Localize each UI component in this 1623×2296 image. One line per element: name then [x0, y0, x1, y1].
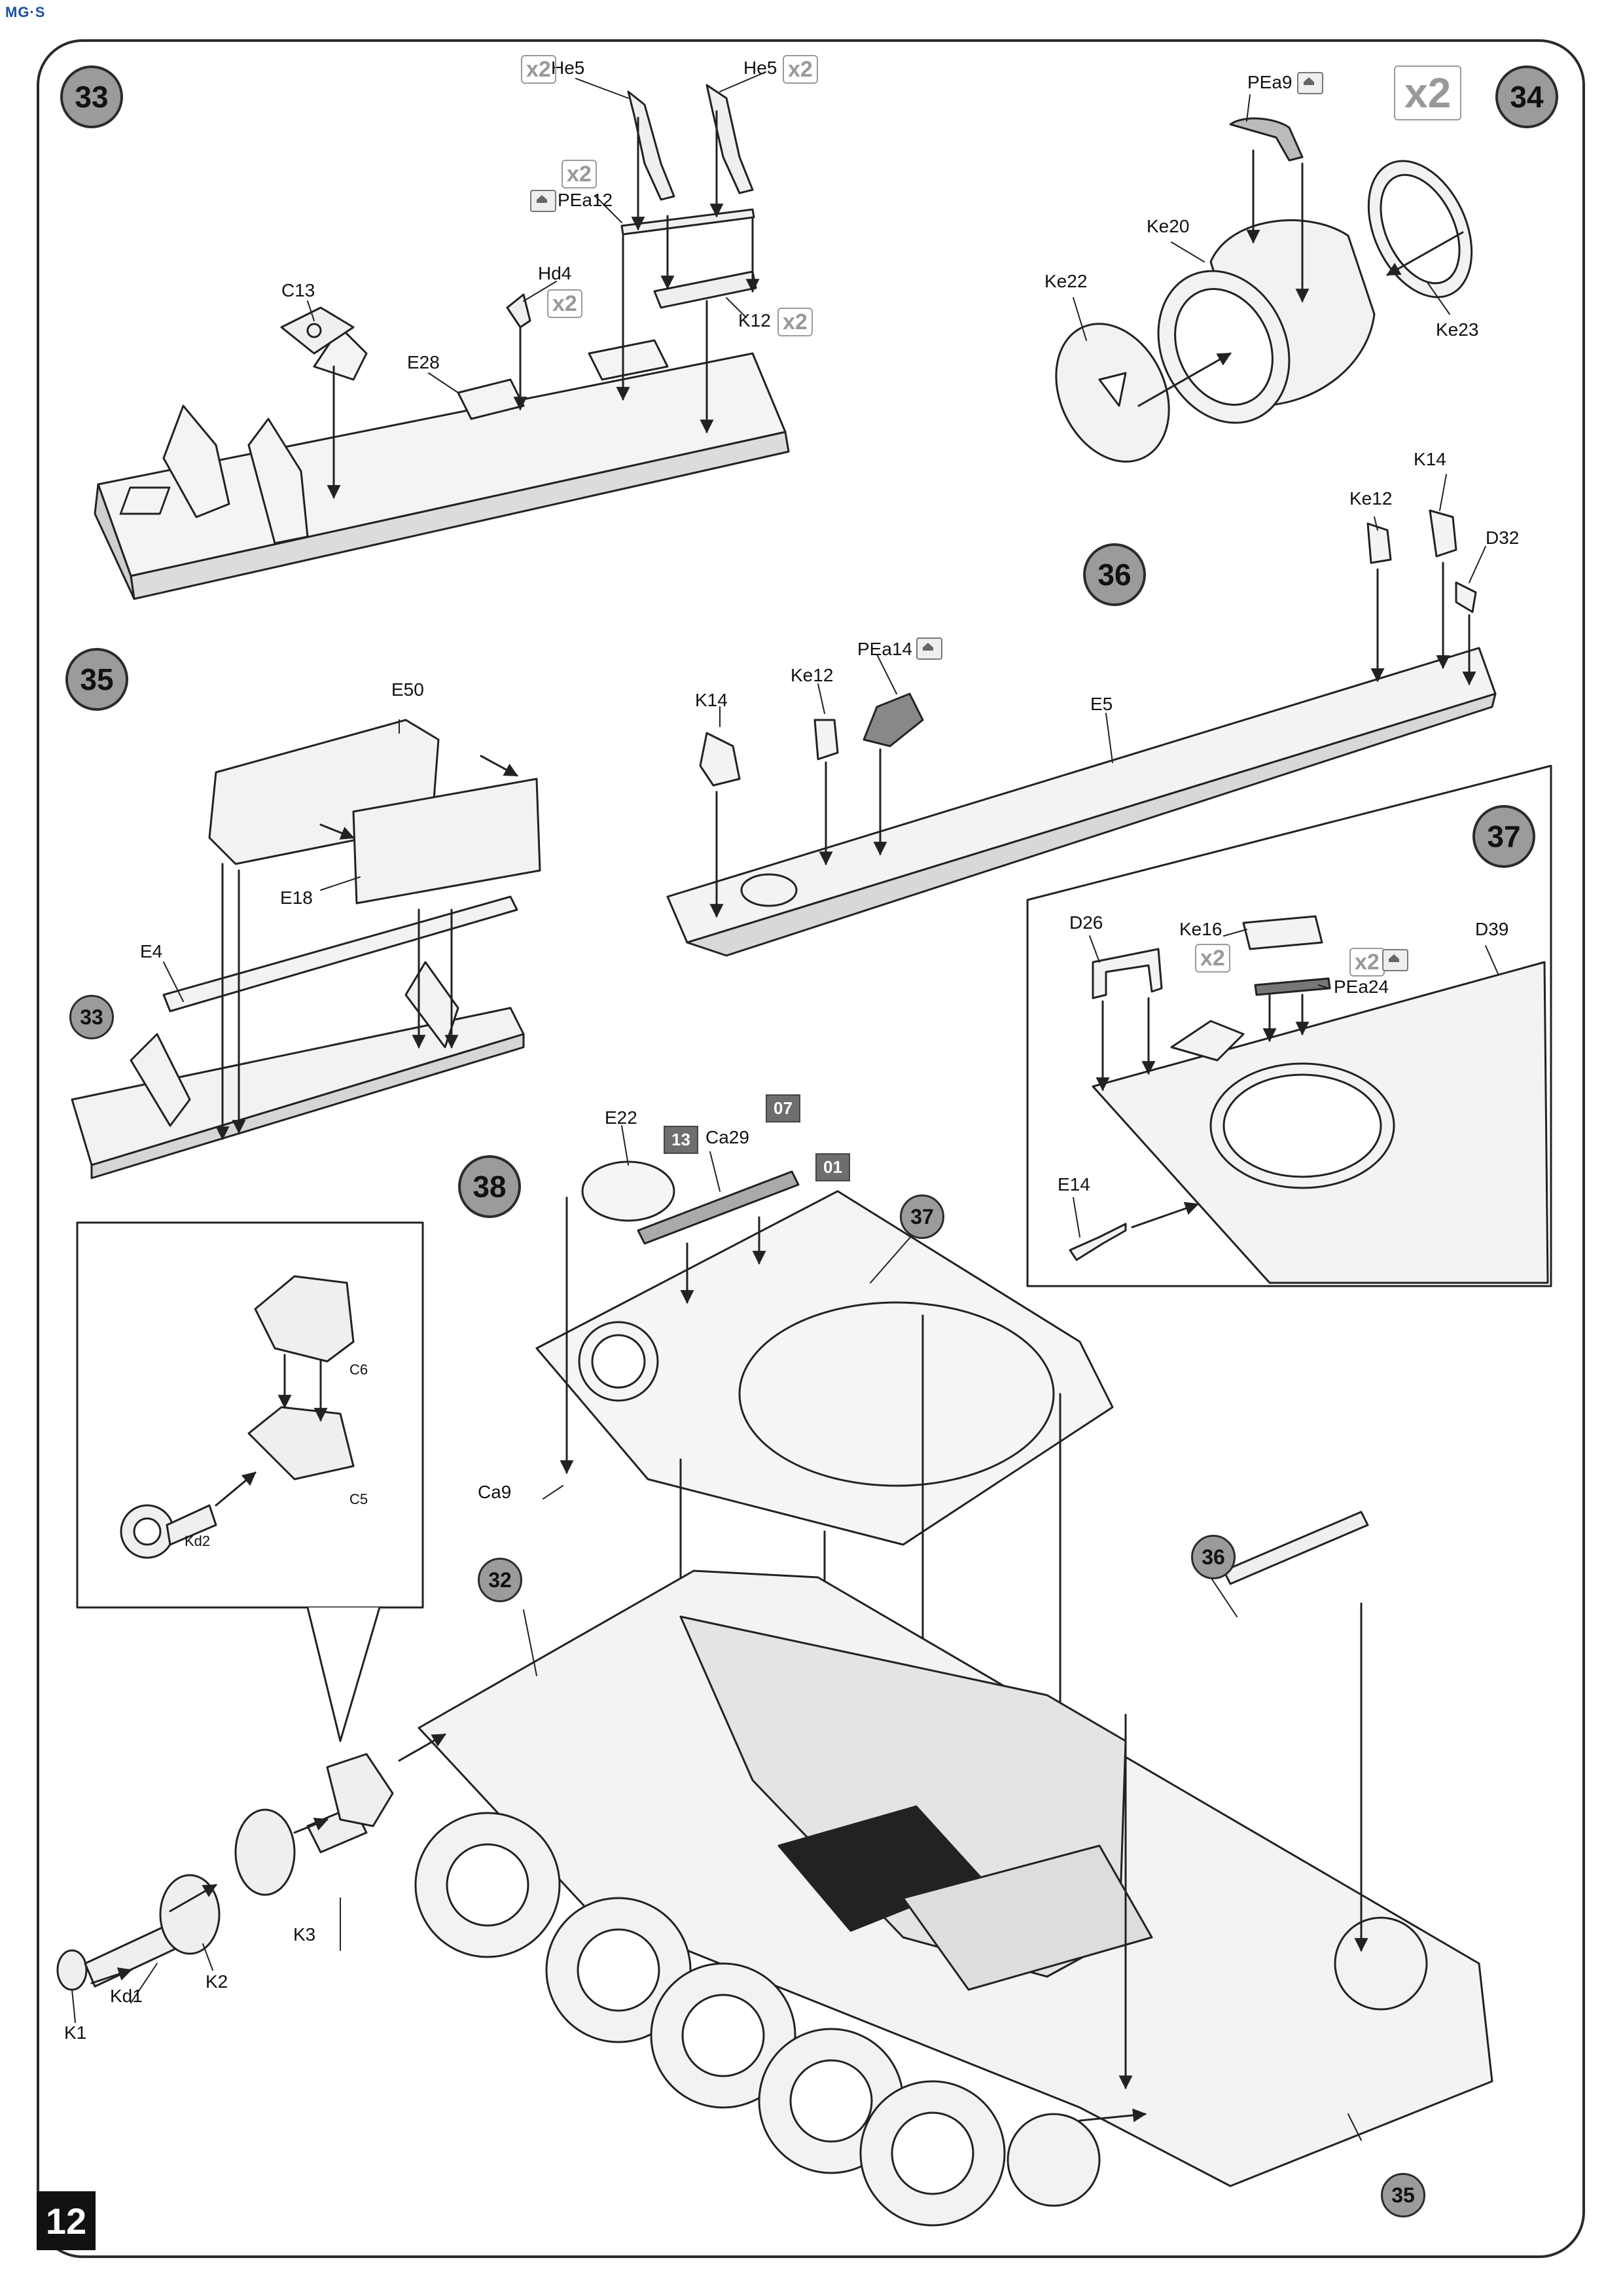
label-c5: C5 [349, 1491, 368, 1507]
step33-arrows [327, 110, 760, 499]
label-e14: E14 [1058, 1174, 1090, 1194]
label-ke12-left: Ke12 [791, 665, 834, 685]
step33-hull-plate [94, 326, 790, 600]
step-number-35: 35 [65, 648, 128, 711]
label-pea24: PEa24 [1334, 977, 1389, 997]
ref-step-35: 35 [1381, 2173, 1425, 2217]
step33-parts [280, 84, 757, 355]
label-kd1: Kd1 [110, 1986, 143, 2006]
label-ke22: Ke22 [1044, 271, 1088, 291]
step-number-38: 38 [458, 1155, 521, 1218]
ref-step-36: 36 [1191, 1535, 1236, 1579]
paint-color-badge-07: 07 [766, 1094, 800, 1122]
label-ca29: Ca29 [705, 1127, 749, 1147]
label-ke12-right: Ke12 [1349, 488, 1393, 509]
qty-pea12: x2 [562, 160, 597, 188]
label-hd4: Hd4 [538, 263, 572, 283]
qty-he5-right: x2 [783, 55, 818, 84]
label-d39: D39 [1475, 919, 1509, 939]
ref-step-33: 33 [69, 995, 114, 1039]
paint-color-badge-01: 01 [815, 1153, 850, 1181]
qty-hd4: x2 [547, 289, 582, 318]
label-he5-left: He5 [551, 58, 585, 78]
label-kd2: Kd2 [185, 1533, 211, 1549]
photo-etch-icon [916, 637, 942, 660]
qty-ke16: x2 [1195, 944, 1230, 973]
label-ke16: Ke16 [1179, 919, 1222, 939]
label-pea9: PEa9 [1247, 72, 1293, 92]
qty-step34: x2 [1394, 65, 1462, 120]
label-k2: K2 [205, 1971, 228, 1992]
label-k1: K1 [64, 2022, 87, 2043]
label-e22: E22 [605, 1107, 637, 1128]
label-ke20: Ke20 [1147, 216, 1190, 236]
ref-step-37: 37 [900, 1194, 944, 1239]
label-e28: E28 [407, 352, 440, 372]
step38-deck [535, 1160, 1114, 1546]
step-number-37: 37 [1472, 805, 1535, 868]
qty-pea24: x2 [1349, 948, 1385, 977]
label-k3: K3 [293, 1924, 316, 1945]
page-number: 12 [37, 2191, 96, 2250]
label-k12: K12 [738, 310, 771, 331]
step35-parts [71, 719, 541, 1179]
step-number-34: 34 [1495, 65, 1558, 128]
detail-inset-box [76, 1221, 424, 1742]
label-ca9: Ca9 [478, 1482, 512, 1502]
road-wheels [414, 1812, 1428, 2227]
label-k14-right: K14 [1414, 449, 1446, 469]
label-he5-right: He5 [743, 58, 777, 78]
step-number-33: 33 [60, 65, 123, 128]
label-c6: C6 [349, 1361, 368, 1378]
paint-color-badge-13: 13 [664, 1126, 698, 1154]
label-e5: E5 [1090, 694, 1113, 714]
label-k14-left: K14 [695, 690, 728, 710]
qty-k12: x2 [777, 308, 813, 336]
label-e18: E18 [280, 888, 313, 908]
leader-lines [71, 71, 1499, 2141]
step34-arrows [1137, 149, 1464, 407]
step35-arrows [215, 755, 518, 1141]
label-e4: E4 [140, 941, 163, 961]
step37-parts [1069, 915, 1549, 1284]
photo-etch-icon [530, 190, 556, 212]
ref-step-32: 32 [478, 1558, 522, 1602]
step36-arrows [709, 562, 1476, 918]
step36-beam [666, 509, 1497, 957]
qty-he5-left: x2 [521, 55, 556, 84]
label-ke23: Ke23 [1436, 319, 1479, 340]
step-number-36: 36 [1083, 543, 1146, 606]
step34-drum [1055, 117, 1473, 463]
step37-arrows [1096, 994, 1310, 1229]
sprocket-arrows [90, 1733, 446, 1984]
label-d32: D32 [1486, 528, 1520, 548]
photo-etch-icon [1297, 72, 1323, 94]
label-e50: E50 [391, 679, 424, 700]
publisher-logo: MG·S [5, 4, 46, 20]
sprocket-parts [56, 1511, 1369, 1991]
label-d26: D26 [1069, 912, 1103, 933]
label-pea12: PEa12 [558, 190, 613, 210]
label-pea14: PEa14 [857, 639, 913, 659]
label-c13: C13 [281, 280, 315, 300]
hull-arrows [1079, 1602, 1368, 2123]
photo-etch-icon [1382, 949, 1408, 971]
